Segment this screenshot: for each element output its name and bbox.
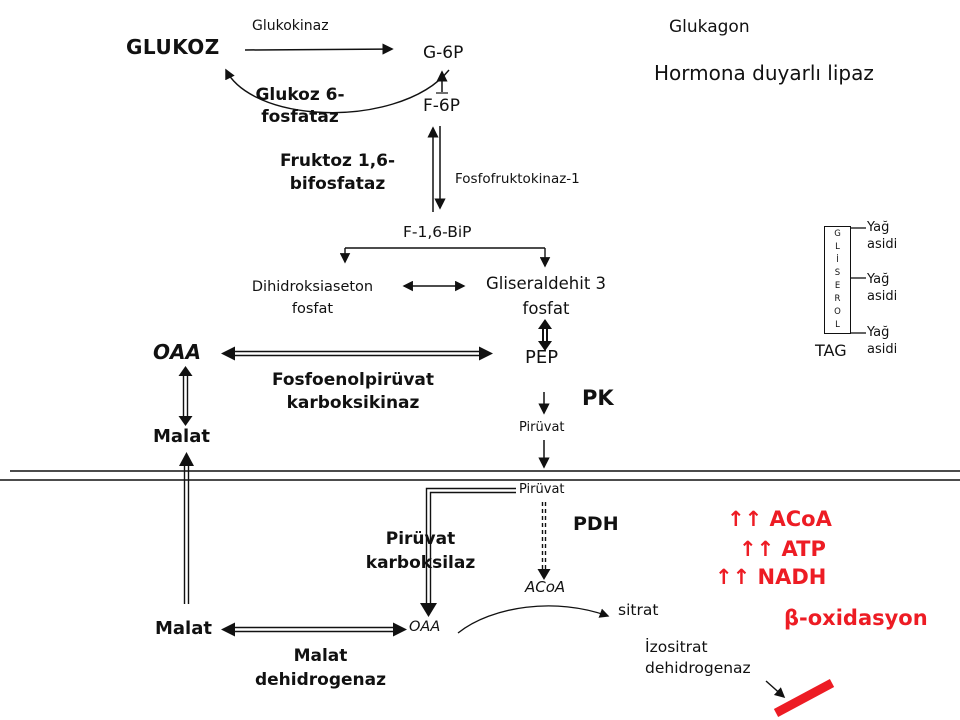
arrow-f6p-f16bip xyxy=(427,126,446,212)
label-yag-asidi-1: Yağ asidi xyxy=(867,220,898,252)
label-piruvat-cytosol: Pirüvat xyxy=(519,420,565,435)
label-dihidroksiaseton-fosfat: Dihidroksiaseton fosfat xyxy=(251,279,374,317)
label-fosfoenolpiruvat-karboksikinaz: Fosfoenolpirüvat karboksikinaz xyxy=(271,370,435,413)
label-malat-mito: Malat xyxy=(155,618,212,639)
label-glukagon: Glukagon xyxy=(669,17,750,37)
arrow-malat-shuttle xyxy=(179,452,194,604)
arrow-f16bip-split xyxy=(339,247,551,268)
arrow-glukokinaz xyxy=(244,43,394,55)
arrow-izositrat-pointer xyxy=(765,680,786,699)
arrow-g3p-pep xyxy=(538,319,552,351)
annotation-atp-increase: ↑↑ ATP xyxy=(739,537,826,561)
label-piruvat-mito: Pirüvat xyxy=(519,482,565,497)
arrow-pdh-dashed xyxy=(537,502,551,580)
mitochondrial-membrane xyxy=(0,470,960,481)
label-tag: TAG xyxy=(815,341,847,360)
label-pdh: PDH xyxy=(573,513,619,535)
label-oaa-mito: OAA xyxy=(409,619,441,635)
arrow-oaa-sitrat xyxy=(457,605,610,634)
label-fruktoz-16-bifosfataz: Fruktoz 1,6- bifosfataz xyxy=(279,151,396,194)
label-glukoz: GLUKOZ xyxy=(126,35,220,59)
annotation-acoa-increase: ↑↑ ACoA xyxy=(727,507,832,531)
arrow-oaa-pep xyxy=(221,346,493,361)
label-oaa-cytosol: OAA xyxy=(153,340,201,364)
label-sitrat: sitrat xyxy=(618,601,659,619)
label-hormona-duyarli-lipaz: Hormona duyarlı lipaz xyxy=(654,61,874,85)
label-fosfofruktokinaz-1: Fosfofruktokinaz-1 xyxy=(455,171,580,187)
inhibition-slash xyxy=(773,679,835,717)
label-pep: PEP xyxy=(525,347,559,368)
arrow-oaa-malat xyxy=(178,366,193,426)
arrow-malat-oaa-mito xyxy=(221,622,407,637)
label-glukoz-6-fosfataz: Glukoz 6- fosfataz xyxy=(255,85,345,127)
label-malat-dehidrogenaz: Malat dehidrogenaz xyxy=(254,646,387,690)
arrow-f6p-to-g6p xyxy=(436,70,448,94)
label-acoa-mito: ACoA xyxy=(525,578,566,596)
arrow-glukoz-6-fosfataz xyxy=(225,68,450,114)
label-glukokinaz: Glukokinaz xyxy=(252,18,329,34)
tag-connectors xyxy=(851,227,866,334)
annotation-beta-oxidasyon: β-oxidasyon xyxy=(784,606,928,630)
label-piruvat-karboksilaz: Pirüvat karboksilaz xyxy=(365,529,476,573)
label-f6p: F-6P xyxy=(423,96,460,116)
annotation-nadh-increase: ↑↑ NADH xyxy=(715,565,827,589)
label-gliseraldehit-3-fosfat: Gliseraldehit 3 fosfat xyxy=(485,274,607,318)
label-yag-asidi-3: Yağ asidi xyxy=(867,325,898,357)
label-pk: PK xyxy=(582,386,614,410)
gliserol-box: G L İ S E R O L xyxy=(824,226,851,334)
label-yag-asidi-2: Yağ asidi xyxy=(867,272,898,304)
arrow-piruvat-karboksilaz xyxy=(420,487,516,617)
label-izositrat-dehidrogenaz: İzositrat dehidrogenaz xyxy=(645,638,751,677)
label-f16bip: F-1,6-BiP xyxy=(403,223,472,241)
label-g6p: G-6P xyxy=(423,43,464,63)
label-malat-cytosol: Malat xyxy=(153,426,210,447)
